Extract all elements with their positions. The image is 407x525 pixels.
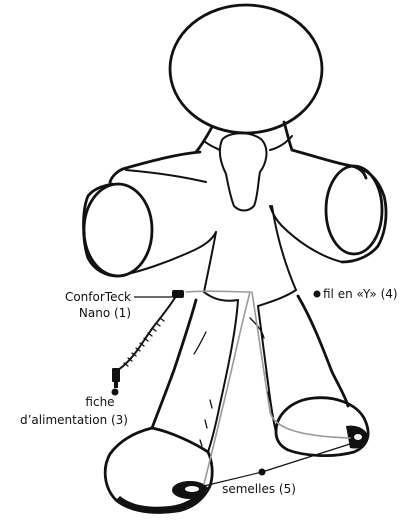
left-arm-underside bbox=[118, 232, 216, 276]
right-leg-inner bbox=[258, 306, 276, 432]
marker-y-cable bbox=[314, 291, 321, 298]
y-cable-left-branch bbox=[204, 292, 250, 484]
label-plug-line2: d’alimentation (3) bbox=[20, 413, 128, 427]
label-controller-line2: Nano (1) bbox=[79, 306, 131, 320]
left-arm-top bbox=[126, 170, 206, 182]
power-plug bbox=[112, 368, 120, 382]
power-plug-pin bbox=[114, 382, 118, 388]
head bbox=[170, 5, 322, 133]
collar bbox=[204, 136, 292, 150]
left-leg-inner bbox=[208, 300, 238, 452]
left-sleeve-opening bbox=[84, 184, 152, 276]
label-insoles: semelles (5) bbox=[222, 482, 296, 496]
leader-insoles-right bbox=[262, 444, 350, 472]
right-sleeve-opening bbox=[326, 166, 382, 254]
right-leg-outer bbox=[298, 296, 348, 406]
left-leg-crease bbox=[194, 332, 206, 354]
label-y-cable: fil en «Y» (4) bbox=[323, 287, 398, 301]
right-shoulder bbox=[292, 150, 366, 178]
label-plug-line1: fiche bbox=[85, 395, 114, 409]
right-arm bbox=[342, 166, 386, 262]
scarf bbox=[220, 133, 267, 210]
controller-module bbox=[172, 290, 184, 298]
right-insole-heater-highlight bbox=[354, 434, 362, 440]
label-controller-line1: ConforTeck bbox=[65, 290, 131, 304]
left-arm bbox=[84, 184, 119, 276]
controller-cable bbox=[186, 291, 250, 292]
left-leg-cable-marks bbox=[200, 400, 212, 446]
left-insole-heater-highlight bbox=[185, 486, 199, 492]
